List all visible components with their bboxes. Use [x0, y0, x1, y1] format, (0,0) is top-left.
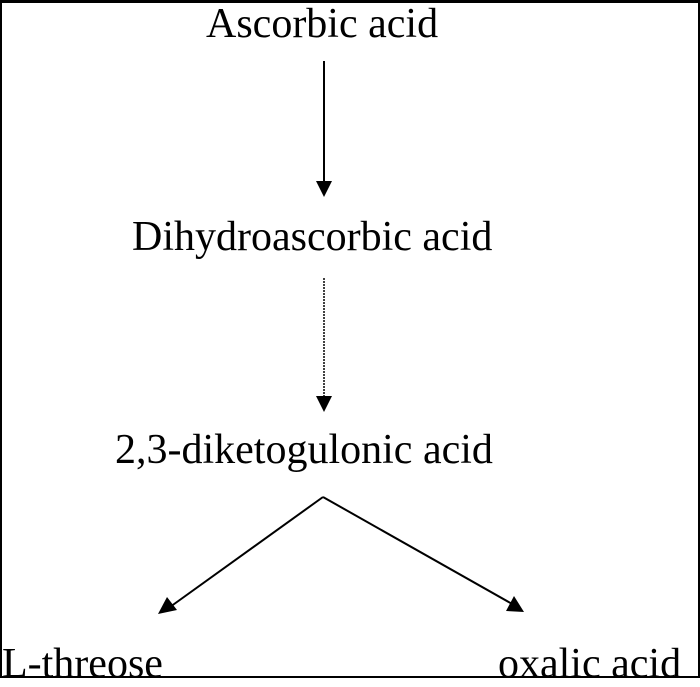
arrowhead-diketogulonic-to-oxalic-acid: [506, 596, 524, 612]
node-l-threose: L-threose: [2, 641, 163, 687]
node-oxalic-acid: oxalic acid: [498, 641, 682, 687]
node-dihydroascorbic-acid: Dihydroascorbic acid: [132, 214, 493, 260]
arrow-diketogulonic-to-l-threose: [169, 496, 324, 608]
arrowhead-diketogulonic-to-l-threose: [158, 597, 177, 614]
node-diketogulonic-acid: 2,3-diketogulonic acid: [115, 427, 493, 473]
arrowhead-dihydroascorbic-to-diketogulonic: [316, 396, 332, 412]
arrows-layer: [158, 61, 524, 614]
node-ascorbic-acid: Ascorbic acid: [206, 1, 439, 47]
arrow-diketogulonic-to-oxalic-acid: [322, 496, 515, 606]
arrowhead-ascorbic-to-dihydroascorbic: [316, 181, 332, 197]
